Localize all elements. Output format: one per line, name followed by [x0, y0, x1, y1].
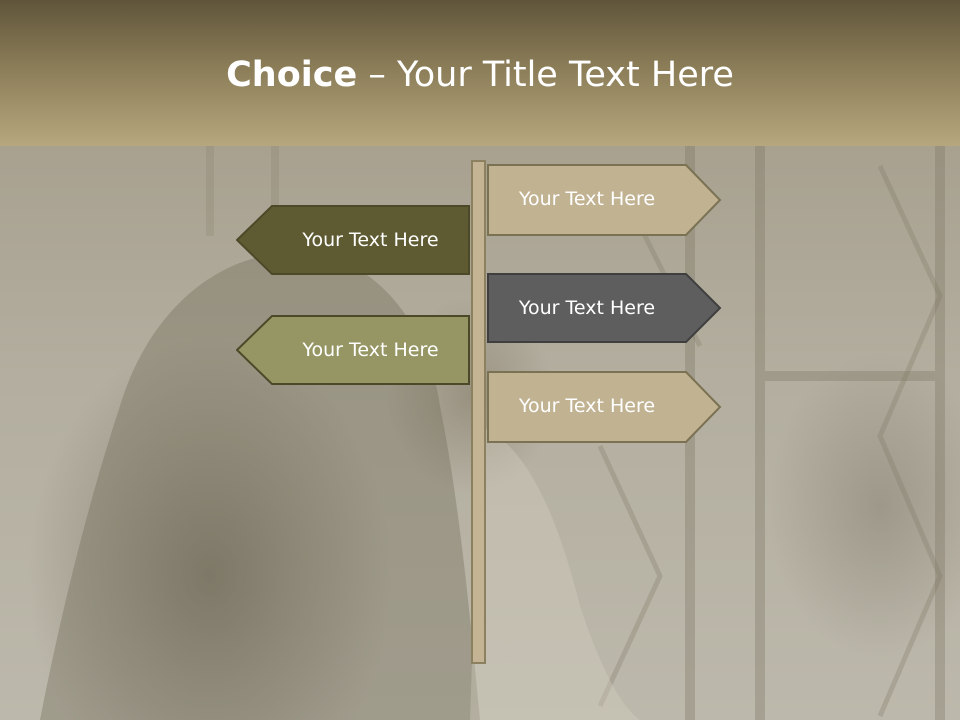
sign-shape — [236, 315, 470, 385]
title-rest: – Your Title Text Here — [357, 55, 734, 95]
sign-label: Your Text Here — [518, 297, 656, 319]
sign-body — [487, 164, 722, 236]
sign-arrow-left-1[interactable]: Your Text Here — [236, 205, 486, 277]
sign-arrow-right-2[interactable]: Your Text Here — [487, 273, 737, 345]
sign-label: Your Text Here — [518, 188, 656, 210]
sign-shape — [487, 273, 722, 343]
sign-arrow-right-3[interactable]: Your Text Here — [487, 371, 737, 443]
sign-body — [236, 205, 470, 275]
sign-label: Your Text Here — [302, 229, 439, 251]
sign-body — [487, 273, 722, 343]
slide-title[interactable]: Choice – Your Title Text Here — [0, 50, 960, 100]
sign-shape — [236, 205, 470, 275]
sign-label: Your Text Here — [518, 395, 656, 417]
sign-arrow-right-1[interactable]: Your Text Here — [487, 164, 737, 236]
signpost-pole — [471, 160, 486, 664]
title-banner — [0, 0, 960, 146]
sign-body — [236, 315, 470, 385]
sign-shape — [487, 164, 722, 236]
sign-shape — [487, 371, 722, 443]
sign-arrow-left-2[interactable]: Your Text Here — [236, 315, 486, 387]
sign-label: Your Text Here — [302, 339, 439, 361]
title-bold: Choice — [226, 55, 358, 95]
sign-body — [487, 371, 722, 443]
